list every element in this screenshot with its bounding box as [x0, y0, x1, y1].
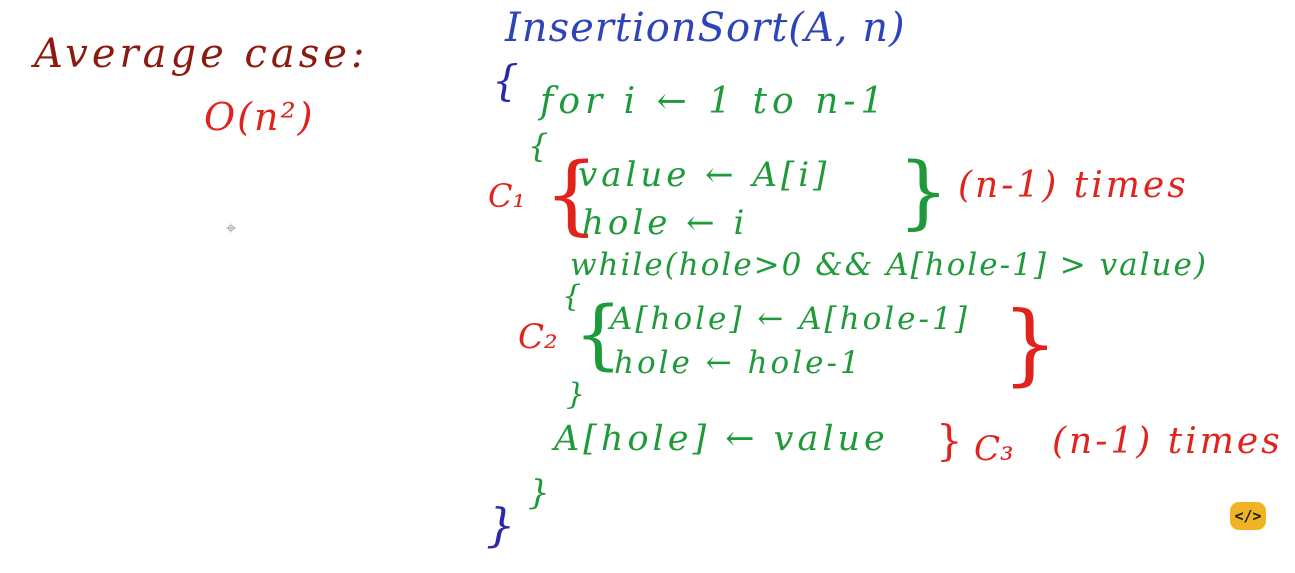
code-icon-glyph: </>	[1234, 507, 1262, 525]
c3-right-brace: }	[936, 416, 963, 465]
while-loop-line: while(hole>0 && A[hole-1] > value)	[570, 247, 1208, 283]
c3-times-annotation: (n-1) times	[1052, 421, 1283, 462]
final-assignment-line: A[hole] ← value	[554, 419, 889, 459]
function-close-brace: }	[486, 498, 516, 552]
cost-c1-label: C₁	[488, 177, 526, 215]
c2-right-brace: }	[1002, 292, 1058, 395]
average-case-label: Average case:	[34, 31, 369, 77]
while-close-brace: }	[566, 377, 586, 412]
for-loop-line: for i ← 1 to n-1	[540, 81, 889, 122]
function-open-brace: {	[492, 56, 519, 105]
for-open-brace: {	[528, 127, 549, 165]
c1-right-brace: }	[898, 145, 949, 238]
hole-decrement-line: hole ← hole-1	[614, 345, 863, 381]
c2-left-brace: {	[574, 289, 623, 378]
for-close-brace: }	[528, 473, 550, 513]
code-icon[interactable]: </>	[1230, 502, 1266, 530]
cost-c2-label: C₂	[518, 317, 558, 357]
shift-element-line: A[hole] ← A[hole-1]	[610, 301, 970, 337]
while-open-brace: {	[562, 279, 582, 314]
average-case-complexity: O(n²)	[204, 95, 315, 139]
function-title: InsertionSort(A, n)	[505, 5, 906, 51]
cost-c3-label: C₃	[974, 429, 1014, 469]
c1-times-annotation: (n-1) times	[958, 165, 1189, 206]
cursor-crosshair-icon: ⌖	[226, 218, 237, 239]
value-assignment-line: value ← A[i]	[578, 155, 831, 195]
c1-left-brace: {	[544, 145, 599, 245]
hole-assignment-line: hole ← i	[582, 203, 749, 243]
